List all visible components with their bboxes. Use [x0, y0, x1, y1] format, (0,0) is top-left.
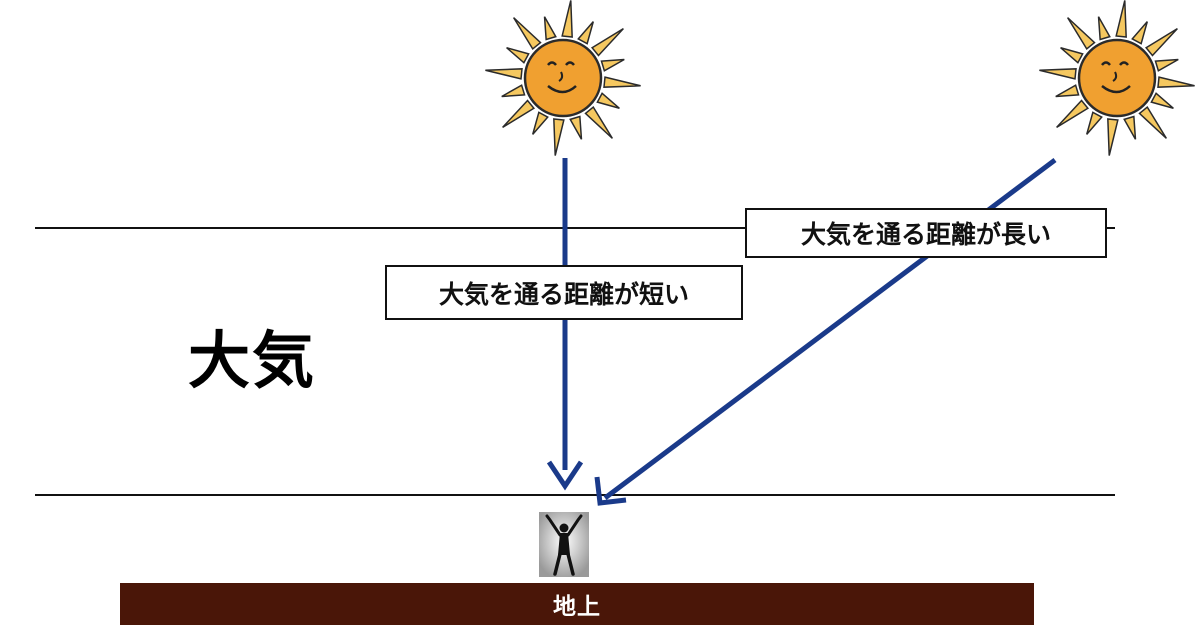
person-silhouette-icon — [539, 512, 589, 577]
sun-ray — [561, 0, 573, 38]
sun-ray — [1138, 105, 1168, 139]
sun-ray — [569, 115, 583, 140]
sun-ray — [1115, 0, 1127, 38]
sun-overhead-icon — [485, 0, 641, 156]
sun-ray — [502, 99, 536, 129]
sun-ray — [584, 105, 614, 139]
sun-ray — [1060, 47, 1084, 64]
sun-ray — [1097, 16, 1111, 41]
sun-ray — [600, 58, 625, 72]
short-path-label: 大気を通る距離が短い — [385, 265, 743, 320]
sun-ray — [532, 111, 549, 135]
ground-bar: 地上 — [120, 583, 1034, 625]
sun-ray — [553, 118, 565, 156]
sun-ray — [1055, 84, 1080, 98]
long-path-label-text: 大気を通る距離が長い — [800, 220, 1051, 249]
sun-ray — [1123, 115, 1137, 140]
sun-ray — [1066, 17, 1096, 51]
ground-label: 地上 — [553, 594, 601, 620]
sun-ray — [590, 27, 624, 57]
sun-ray — [1154, 58, 1179, 72]
sun-ray — [577, 21, 594, 45]
sun-ray — [1086, 111, 1103, 135]
sun-ray — [1039, 68, 1077, 80]
short-path-arrow — [546, 158, 584, 491]
long-path-label: 大気を通る距離が長い — [745, 208, 1107, 258]
sun-ray — [1107, 118, 1119, 156]
sun-ray — [603, 76, 641, 88]
sun-ray — [512, 17, 542, 51]
sun-ray — [1131, 21, 1148, 45]
sun-ray — [1144, 27, 1178, 57]
sun-ray — [1157, 76, 1195, 88]
sun-ray — [485, 68, 523, 80]
atmosphere-label: 大気 — [188, 324, 317, 397]
sun-ray — [501, 84, 526, 98]
sun-ray — [1056, 99, 1090, 129]
sun-low-icon — [1039, 0, 1195, 156]
sun-ray — [1150, 92, 1174, 109]
sun-ray — [596, 92, 620, 109]
short-path-label-text: 大気を通る距離が短い — [438, 279, 689, 309]
sun-ray — [506, 47, 530, 64]
sun-ray — [543, 16, 557, 41]
